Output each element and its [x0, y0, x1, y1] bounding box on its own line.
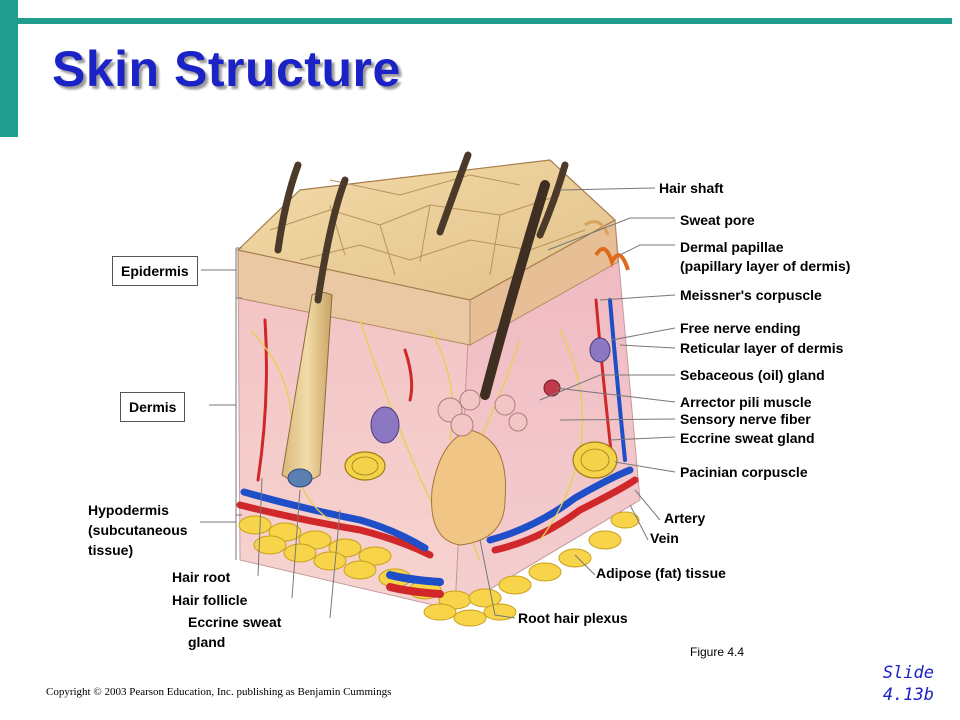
label-hair-follicle: Hair follicle: [172, 592, 248, 608]
accent-bar-vertical: [0, 0, 18, 137]
label-reticular-layer: Reticular layer of dermis: [680, 340, 844, 356]
pacinian-corpuscles: [344, 441, 618, 481]
label-free-nerve-ending: Free nerve ending: [680, 320, 801, 336]
slide-number-line2: 4.13b: [882, 685, 934, 705]
label-hypodermis-line1: Hypodermis: [88, 502, 169, 518]
label-hypodermis-line3: tissue): [88, 542, 134, 558]
label-adipose: Adipose (fat) tissue: [596, 565, 726, 581]
label-eccrine-gland-right: Eccrine sweat gland: [680, 430, 815, 446]
layer-brackets: [200, 247, 242, 560]
label-eccrine-sweat-gland: Eccrine sweat gland: [188, 612, 281, 652]
hair-bulb-left: [287, 468, 313, 488]
hair-shaft-right: [536, 161, 569, 239]
label-hair-shaft: Hair shaft: [659, 180, 724, 196]
copyright-notice: Copyright © 2003 Pearson Education, Inc.…: [46, 686, 392, 698]
sweat-gland-coils: [370, 337, 611, 444]
label-root-hair-plexus: Root hair plexus: [518, 610, 628, 626]
dermal-papillae-edge: [594, 246, 630, 271]
label-meissner: Meissner's corpuscle: [680, 287, 822, 303]
label-dermal-papillae-line2: (papillary layer of dermis): [680, 258, 851, 274]
figure-caption: Figure 4.4: [690, 645, 745, 659]
label-eccrine-line2: gland: [188, 634, 226, 650]
hair-shaft-left: [314, 176, 349, 304]
label-vein: Vein: [650, 530, 679, 546]
label-sebaceous-gland: Sebaceous (oil) gland: [680, 367, 825, 383]
hair-follicle-right: [431, 429, 507, 546]
accent-bar-horizontal: [18, 18, 952, 24]
label-sweat-pore: Sweat pore: [680, 212, 755, 228]
label-arrector-pili: Arrector pili muscle: [680, 394, 812, 410]
label-sensory-nerve: Sensory nerve fiber: [680, 411, 811, 427]
hair-shaft-large: [480, 180, 550, 400]
pointer-lines: [257, 187, 676, 619]
label-hypodermis: Hypodermis (subcutaneous tissue): [88, 500, 188, 560]
label-dermis: Dermis: [120, 392, 186, 422]
label-artery: Artery: [664, 510, 706, 526]
label-pacinian: Pacinian corpuscle: [680, 464, 808, 480]
slide-number: Slide 4.13b: [883, 662, 934, 706]
surface-grooves: [269, 174, 586, 276]
label-dermal-papillae: Dermal papillae (papillary layer of derm…: [680, 238, 850, 276]
hair-shaft-left-top: [274, 161, 302, 254]
label-epidermis: Epidermis: [112, 256, 198, 286]
adipose-lobules: [238, 511, 640, 627]
hair-shaft-mid: [436, 151, 472, 236]
page-title: Skin Structure: [52, 41, 401, 97]
label-hypodermis-line2: (subcutaneous: [88, 522, 188, 538]
sebaceous-gland: [437, 389, 528, 437]
blood-vessels: [236, 298, 639, 598]
label-eccrine-line1: Eccrine sweat: [188, 614, 282, 630]
label-dermal-papillae-line1: Dermal papillae: [680, 239, 784, 255]
label-hair-root: Hair root: [172, 569, 231, 585]
sweat-pore-tube: [584, 220, 610, 236]
slide-number-line1: Slide: [882, 663, 934, 683]
